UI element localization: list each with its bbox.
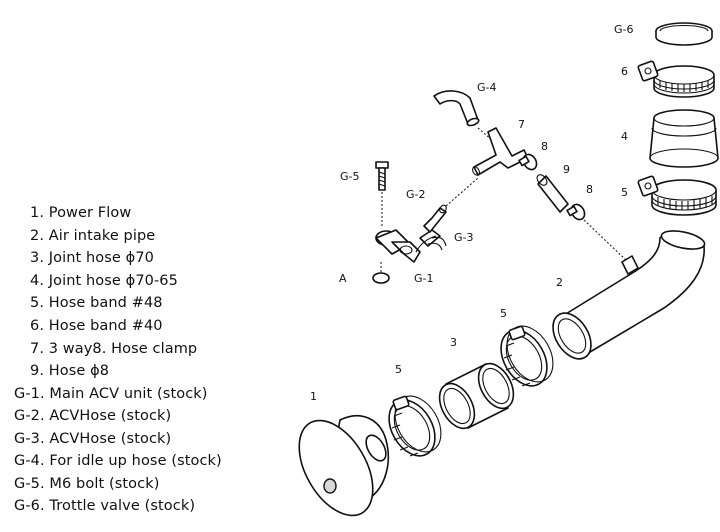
legend-item-hose-8: 9. Hose ϕ8	[30, 363, 110, 379]
callout-g4: G-4	[477, 81, 497, 94]
callout-1: 1	[310, 390, 317, 403]
callout-5-mid: 5	[500, 307, 507, 320]
legend-item-m6-bolt: G-5. M6 bolt (stock)	[14, 476, 160, 492]
joint-hose-70	[438, 362, 515, 430]
legend-item-joint-hose-70: 3. Joint hose ϕ70	[30, 250, 154, 266]
power-flow-filter	[298, 415, 390, 517]
callout-a: A	[339, 272, 347, 285]
callout-5-top: 5	[621, 186, 628, 199]
hose-clamp-lower	[566, 203, 629, 263]
throttle-valve-ring-g6	[655, 22, 713, 46]
callout-3: 3	[450, 336, 457, 349]
callout-6: 6	[621, 65, 628, 78]
legend-item-3way-hose-clamp: 7. 3 way8. Hose clamp	[30, 341, 198, 357]
callout-g3: G-3	[454, 231, 474, 244]
washer-a	[372, 262, 390, 284]
callout-g6: G-6	[614, 23, 634, 36]
legend-item-main-acv-unit: G-1. Main ACV unit (stock)	[14, 386, 208, 402]
hose-band-48-top	[637, 175, 717, 216]
legend-item-acv-hose-g2: G-2. ACVHose (stock)	[14, 408, 172, 424]
legend-item-air-intake-pipe: 2. Air intake pipe	[30, 228, 156, 244]
callout-9: 9	[563, 163, 570, 176]
hose-8	[536, 174, 569, 213]
joint-hose-70-65	[649, 109, 719, 168]
callout-g1: G-1	[414, 272, 434, 285]
hose-band-48-mid	[500, 325, 554, 387]
hose-band-40	[637, 60, 715, 98]
callout-8-lower: 8	[586, 183, 593, 196]
idle-up-hose-g4	[433, 90, 493, 141]
callout-8-upper: 8	[541, 140, 548, 153]
callout-2: 2	[556, 276, 563, 289]
acv-hose-g3	[427, 236, 447, 251]
callout-g2: G-2	[406, 188, 426, 201]
callout-5-low: 5	[395, 363, 402, 376]
acv-hose-g2	[423, 177, 479, 233]
hose-band-48-low	[388, 395, 442, 457]
callout-g5: G-5	[340, 170, 360, 183]
main-acv-unit-g1	[375, 229, 441, 263]
legend-item-hose-band-40: 6. Hose band #40	[30, 318, 163, 334]
m6-bolt-g5	[375, 161, 389, 226]
air-intake-pipe	[552, 230, 706, 360]
legend-item-joint-hose-70-65: 4. Joint hose ϕ70-65	[30, 273, 178, 289]
parts-legend: 1. Power Flow 2. Air intake pipe 3. Join…	[0, 0, 290, 532]
legend-item-power-flow: 1. Power Flow	[30, 205, 132, 221]
callout-7: 7	[518, 118, 525, 131]
callout-4: 4	[621, 130, 628, 143]
legend-item-idle-up-hose: G-4. For idle up hose (stock)	[14, 453, 222, 469]
legend-item-hose-band-48: 5. Hose band #48	[30, 295, 163, 311]
hose-clamp-upper	[518, 153, 538, 171]
legend-item-throttle-valve: G-6. Trottle valve (stock)	[14, 498, 196, 514]
three-way-connector	[472, 127, 529, 176]
legend-item-acv-hose-g3: G-3. ACVHose (stock)	[14, 431, 172, 447]
